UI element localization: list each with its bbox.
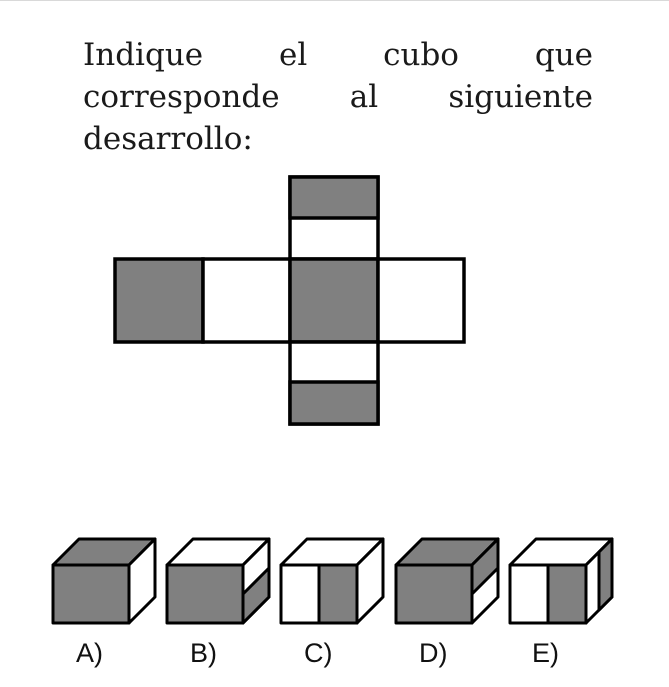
option-e-side-band xyxy=(597,537,614,612)
option-b-cube[interactable] xyxy=(165,537,271,625)
option-e-front-band xyxy=(546,563,588,625)
option-a-cube[interactable] xyxy=(51,537,157,625)
question-line-2: corresponde al siguiente xyxy=(83,79,593,115)
option-a-label[interactable]: A) xyxy=(76,638,103,668)
net-face-left xyxy=(113,257,205,344)
question-line-1: Indique el cubo que xyxy=(83,37,593,73)
net-face-right xyxy=(376,257,466,344)
net-face-bottom-band xyxy=(288,380,380,426)
question-text: Indique el cubo que corresponde al sigui… xyxy=(83,34,593,160)
cube-net xyxy=(113,175,466,426)
net-face-center xyxy=(288,257,380,344)
net-face-top-band xyxy=(288,175,380,220)
option-d-front-face xyxy=(394,563,474,625)
option-b-front-face xyxy=(165,563,245,625)
net-face-center-left xyxy=(201,257,292,344)
option-e-label[interactable]: E) xyxy=(532,638,559,668)
top-border xyxy=(0,0,669,1)
option-a-front-face xyxy=(51,563,131,625)
question-line-3: desarrollo: xyxy=(83,121,253,157)
option-c-front-band xyxy=(317,563,359,625)
option-d-cube[interactable] xyxy=(394,537,500,625)
option-c-cube[interactable] xyxy=(279,537,385,625)
option-e-cube[interactable] xyxy=(508,537,614,625)
option-b-label[interactable]: B) xyxy=(190,638,217,668)
option-d-label[interactable]: D) xyxy=(419,638,448,668)
option-c-label[interactable]: C) xyxy=(304,638,333,668)
